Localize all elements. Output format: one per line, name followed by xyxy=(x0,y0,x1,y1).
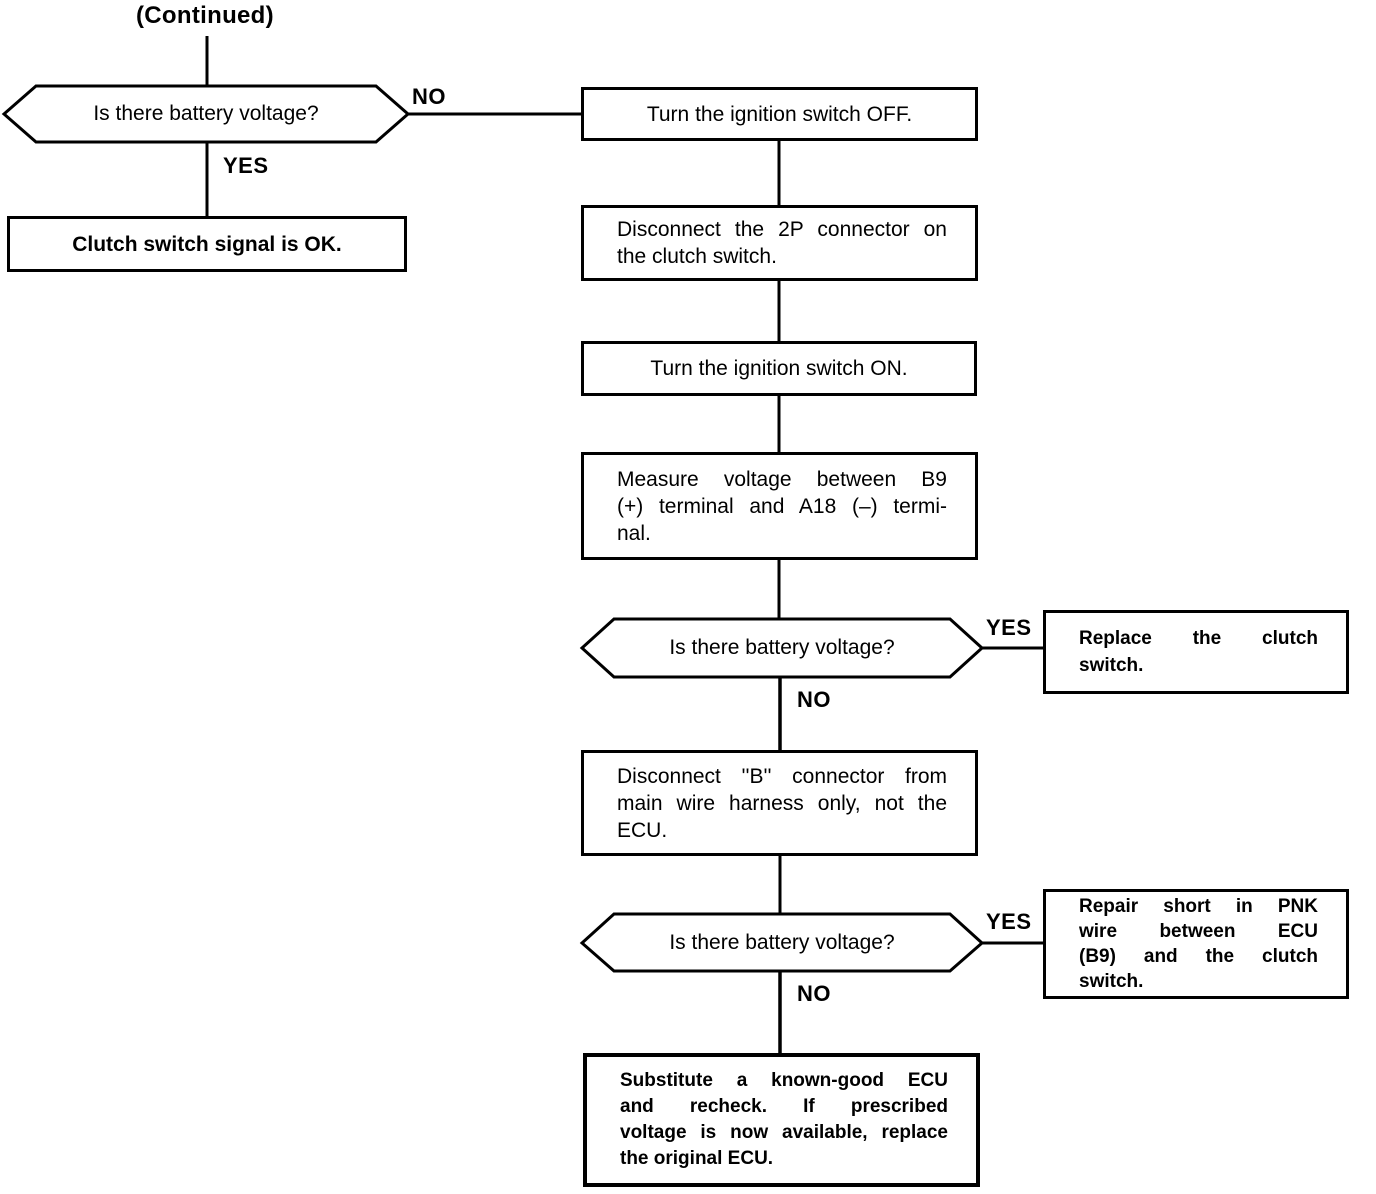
label-yes-bottom: YES xyxy=(986,909,1032,934)
label-yes-top: YES xyxy=(223,153,269,178)
label-no-mid: NO xyxy=(797,687,831,712)
decision-hexagon-bottom xyxy=(579,912,985,973)
page-title: (Continued) xyxy=(136,2,274,29)
decision-bottom-text: Is there battery voltage? xyxy=(669,930,895,954)
decision-hexagon-mid xyxy=(579,617,985,679)
label-yes-mid: YES xyxy=(986,615,1032,640)
node-turn-ignition-off-box: Turn the ignition switch OFF. xyxy=(581,87,978,141)
node-turn-ignition-on-box: Turn the ignition switch ON. xyxy=(581,341,977,396)
label-no-top: NO xyxy=(412,84,446,109)
decision-hexagon-top xyxy=(1,84,411,144)
decision-mid-text: Is there battery voltage? xyxy=(669,636,895,659)
label-no-bottom: NO xyxy=(797,981,831,1006)
node-measure-voltage-box: Measure voltage between B9(+) terminal a… xyxy=(581,452,978,560)
node-clutch-signal-ok-box: Clutch switch signal is OK. xyxy=(7,216,407,272)
decision-top-text: Is there battery voltage? xyxy=(93,102,319,125)
